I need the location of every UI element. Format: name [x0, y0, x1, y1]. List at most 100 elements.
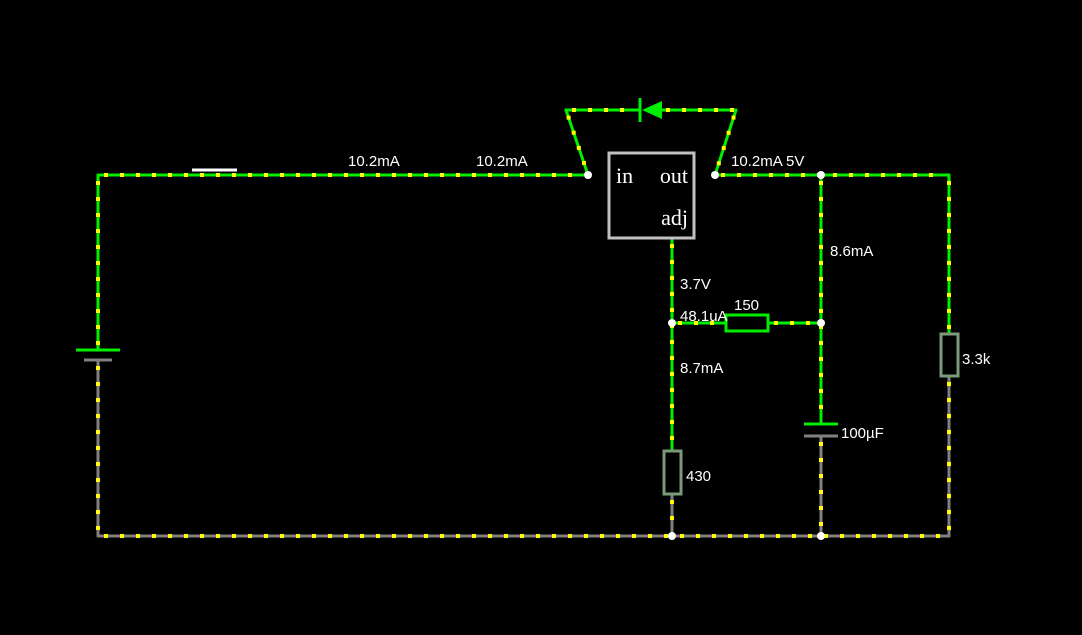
current-dot — [96, 382, 100, 386]
current-dot — [819, 357, 823, 361]
current-dot — [792, 534, 796, 538]
current-dot — [456, 173, 460, 177]
current-dot — [728, 534, 732, 538]
current-dot — [840, 534, 844, 538]
current-dot — [552, 534, 556, 538]
current-dot — [682, 108, 686, 112]
voltage-regulator[interactable]: in out adj — [607, 151, 696, 240]
current-dot — [488, 534, 492, 538]
current-dot — [576, 145, 581, 150]
current-dot — [744, 534, 748, 538]
current-dot — [232, 173, 236, 177]
current-dot — [947, 229, 951, 233]
current-dot — [616, 534, 620, 538]
current-dot — [96, 366, 100, 370]
current-dot — [648, 534, 652, 538]
current-dot — [936, 534, 940, 538]
diode-icon[interactable] — [638, 98, 662, 122]
current-dot — [344, 534, 348, 538]
node-r150-cap — [817, 319, 825, 327]
current-dot — [819, 474, 823, 478]
current-dot — [408, 173, 412, 177]
current-dot — [947, 398, 951, 402]
resistor-150-value: 150 — [734, 297, 759, 314]
current-dot — [819, 458, 823, 462]
current-dot — [96, 446, 100, 450]
resistor-icon[interactable] — [939, 332, 960, 378]
current-dot — [670, 308, 674, 312]
current-dot — [376, 173, 380, 177]
current-dot — [344, 173, 348, 177]
current-dot — [947, 245, 951, 249]
current-dot — [488, 173, 492, 177]
current-dot — [120, 534, 124, 538]
current-dot — [392, 534, 396, 538]
current-dot — [96, 494, 100, 498]
current-dot — [737, 173, 741, 177]
current-dot — [328, 534, 332, 538]
current-dot — [296, 173, 300, 177]
current-dot — [824, 534, 828, 538]
current-dot — [947, 462, 951, 466]
current-dot — [96, 261, 100, 265]
node-out-cap — [817, 171, 825, 179]
current-dot — [819, 373, 823, 377]
current-dot — [785, 173, 789, 177]
current-dot — [392, 173, 396, 177]
resistor-icon[interactable] — [724, 313, 770, 333]
capacitor-icon[interactable] — [804, 422, 838, 438]
battery-icon[interactable] — [76, 348, 120, 362]
current-dot — [604, 108, 608, 112]
current-dot — [694, 321, 698, 325]
current-dot — [520, 173, 524, 177]
current-dot — [96, 430, 100, 434]
regulator-out-label: out — [660, 163, 688, 188]
current-dot — [731, 115, 736, 120]
current-dot — [104, 534, 108, 538]
resistor-icon[interactable] — [662, 449, 683, 496]
current-dot — [96, 325, 100, 329]
current-dot — [774, 321, 778, 325]
current-dot — [670, 404, 674, 408]
current-dot — [678, 321, 682, 325]
current-dot — [376, 534, 380, 538]
current-dot — [801, 173, 805, 177]
current-dot — [670, 356, 674, 360]
current-dot — [96, 229, 100, 233]
current-dot — [632, 534, 636, 538]
current-dot — [819, 341, 823, 345]
current-dot — [184, 173, 188, 177]
node-out — [711, 171, 719, 179]
current-dot — [670, 244, 674, 248]
current-dot — [680, 534, 684, 538]
regulator-in-label: in — [616, 163, 633, 188]
current-dot — [504, 534, 508, 538]
current-dot — [568, 173, 572, 177]
current-dot — [888, 534, 892, 538]
current-dot — [760, 534, 764, 538]
current-dot — [572, 108, 576, 112]
current-dot — [584, 534, 588, 538]
current-dot — [865, 173, 869, 177]
current-dot — [716, 161, 721, 166]
current-dot — [670, 276, 674, 280]
current-dot — [721, 173, 725, 177]
current-dot — [929, 173, 933, 177]
current-dot — [897, 173, 901, 177]
current-dot — [947, 181, 951, 185]
current-dot — [96, 213, 100, 217]
current-dot — [904, 534, 908, 538]
current-dot — [536, 173, 540, 177]
current-dot — [666, 108, 670, 112]
current-dot — [536, 534, 540, 538]
current-dot — [819, 197, 823, 201]
current-dot — [819, 389, 823, 393]
current-dot — [96, 462, 100, 466]
current-dot — [730, 108, 734, 112]
node-in — [584, 171, 592, 179]
current-dot — [670, 516, 674, 520]
current-dot — [790, 321, 794, 325]
current-dot — [424, 173, 428, 177]
current-dot — [696, 534, 700, 538]
